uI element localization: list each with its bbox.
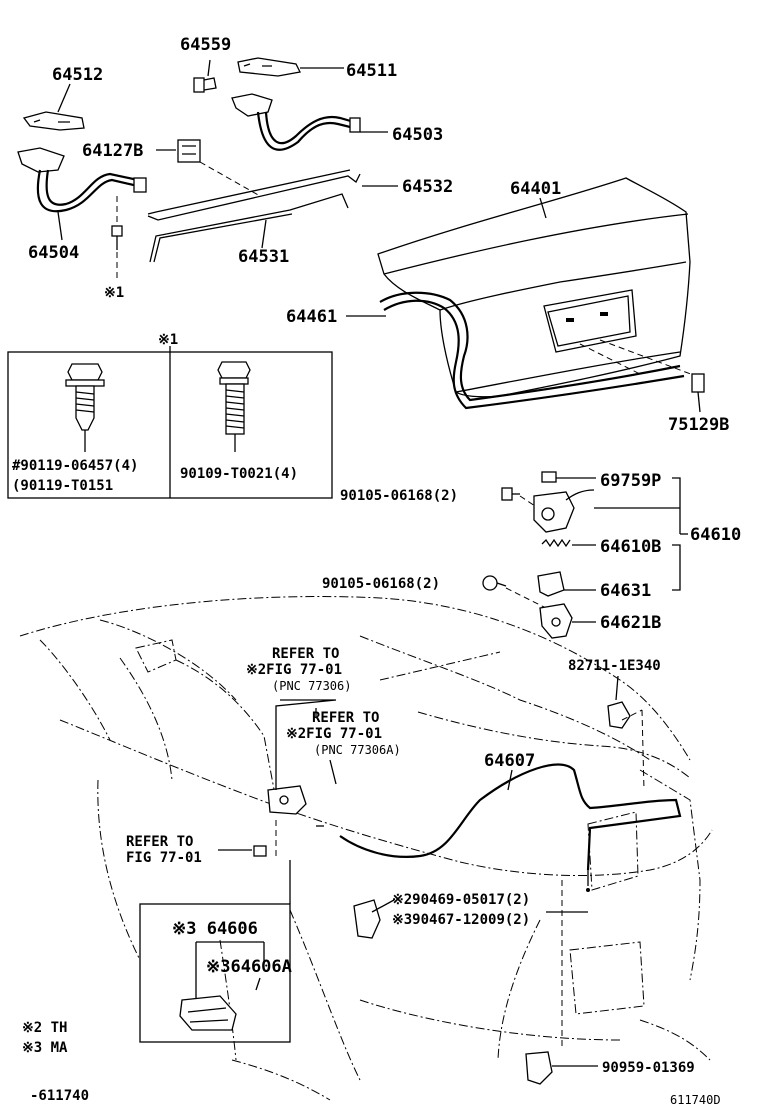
striker-90959-drawing — [525, 1051, 553, 1085]
screw-1-drawing — [501, 487, 520, 501]
label-note1-b: ※1 — [158, 332, 178, 348]
bolt-note1-drawing — [111, 196, 123, 278]
label-64532: 64532 — [402, 177, 453, 197]
label-64610B: 64610B — [600, 537, 661, 557]
bolt-a-drawing — [65, 363, 105, 452]
clip-64127B-drawing — [177, 139, 201, 163]
label-64621B: 64621B — [600, 613, 661, 633]
label-69759P: 69759P — [600, 471, 661, 491]
trunk-lid-drawing — [377, 177, 697, 410]
label-64610: 64610 — [690, 525, 741, 545]
cable-64607-drawing — [267, 759, 682, 892]
label-ref3-b: FIG 77-01 — [126, 850, 202, 866]
label-ref1-b: ※2FIG 77-01 — [246, 662, 342, 678]
bracket-82711-drawing — [607, 701, 631, 729]
label-screw2: 90105-06168(2) — [322, 576, 440, 592]
label-64559: 64559 — [180, 35, 231, 55]
label-64607: 64607 — [484, 751, 535, 771]
label-screw1: 90105-06168(2) — [340, 488, 458, 504]
label-64401: 64401 — [510, 179, 561, 199]
label-64606: ※3 64606 — [172, 919, 258, 939]
clip-75129B-drawing — [691, 373, 705, 393]
code-right: 611740D — [670, 1093, 721, 1107]
label-64531: 64531 — [238, 247, 289, 267]
legend-th: ※2 TH — [22, 1020, 67, 1036]
part-labels: 64559 64511 64512 64503 64127B 64532 644… — [12, 35, 741, 1107]
bolt-refer-drawing — [218, 845, 267, 857]
label-64631: 64631 — [600, 581, 651, 601]
label-64511: 64511 — [346, 61, 397, 81]
hinge-parts — [17, 57, 398, 278]
label-64512: 64512 — [52, 65, 103, 85]
label-ref3-a: REFER TO — [126, 834, 193, 850]
opener-lever-drawing — [353, 899, 381, 939]
car-body-outline — [19, 596, 713, 1101]
bracket-64511-drawing — [237, 57, 301, 77]
label-64503: 64503 — [392, 125, 443, 145]
bolt-b-drawing — [217, 361, 251, 452]
label-ref2-a: REFER TO — [312, 710, 379, 726]
label-ref1-c: (PNC 77306) — [272, 679, 351, 693]
label-ref2-b: ※2FIG 77-01 — [286, 726, 382, 742]
legend-ma: ※3 MA — [22, 1040, 68, 1056]
label-ref2-c: (PNC 77306A) — [314, 743, 401, 757]
label-64504: 64504 — [28, 243, 79, 263]
label-64461: 64461 — [286, 307, 337, 327]
bolt-64559-drawing — [193, 77, 217, 93]
hinge-64504-drawing — [17, 147, 147, 213]
lock-assembly-drawing — [482, 471, 688, 639]
cylinder-detail-box — [139, 860, 291, 1043]
label-64127B: 64127B — [82, 141, 143, 161]
label-75129B: 75129B — [668, 415, 729, 435]
label-90469: ※290469-05017(2) — [392, 892, 530, 908]
label-bolt-a: #90119-06457(4) — [12, 458, 138, 474]
torsion-bars-drawing — [147, 169, 361, 263]
label-90959: 90959-01369 — [602, 1060, 695, 1076]
code-left: -611740 — [30, 1088, 89, 1104]
bolt-detail-box — [7, 346, 333, 499]
label-bolt-a2: (90119-T0151 — [12, 478, 113, 494]
screw-2-drawing — [482, 575, 507, 591]
bracket-64512-drawing — [22, 111, 85, 131]
label-ref1-a: REFER TO — [272, 646, 339, 662]
hinge-64503-drawing — [231, 93, 361, 151]
label-note1-a: ※1 — [104, 285, 124, 301]
label-64606A: ※364606A — [206, 957, 292, 977]
label-bolt-b: 90109-T0021(4) — [180, 466, 298, 482]
label-90467: ※390467-12009(2) — [392, 912, 530, 928]
label-82711: 82711-1E340 — [568, 658, 661, 674]
